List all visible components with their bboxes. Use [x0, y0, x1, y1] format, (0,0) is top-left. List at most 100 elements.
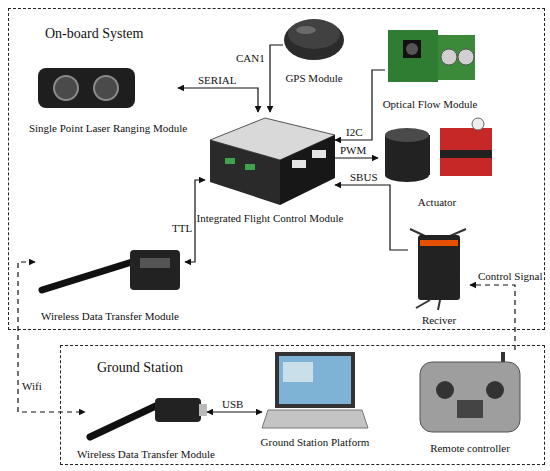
station-group: Ground StationWireless Data Transfer Mod… [60, 345, 545, 465]
sonar-cylinder [458, 49, 474, 65]
radio-sticker [140, 258, 170, 268]
fc-front [210, 140, 280, 205]
component-label: Optical Flow Module [383, 98, 478, 110]
signal-connector [178, 88, 258, 112]
signal-label: PWM [340, 144, 366, 156]
remote-display [457, 400, 483, 418]
receiver-stripe [420, 240, 458, 246]
wireless-link [18, 262, 85, 412]
camera-block [403, 40, 421, 58]
gps-body [284, 20, 344, 60]
laptop-base [262, 410, 368, 428]
servo-body [440, 128, 492, 176]
remote-controller-illustration [420, 352, 520, 432]
actuator-illustration [385, 118, 492, 182]
group-title: Ground Station [97, 360, 544, 376]
receiver-antenna [450, 229, 466, 236]
remote-controller: Remote controller [415, 350, 525, 454]
wireless-link [470, 285, 515, 350]
system-group: On-board SystemGPS ModuleSingle Point La… [8, 8, 545, 330]
wireless-module-illustration [42, 250, 180, 290]
signal-label: Control Signal [478, 270, 542, 282]
optical-flow-module: Optical Flow Module [385, 22, 475, 110]
gps-illustration [284, 19, 344, 60]
fc-port [245, 164, 255, 170]
servo-horn [472, 118, 484, 130]
component-label: Remote controller [430, 442, 510, 454]
signal-connector [207, 411, 262, 412]
pcb-board [438, 35, 475, 80]
ground-station-platform: Ground Station Platform [262, 352, 368, 448]
wireless-module: Wireless Data Transfer Module [35, 240, 185, 322]
signal-label: CAN1 [236, 52, 265, 64]
laptop-screen-frame [275, 352, 355, 408]
laptop-illustration [262, 352, 368, 428]
laser-illustration [38, 68, 135, 108]
signal-connector [335, 185, 408, 250]
ground-wireless-illustration [90, 398, 207, 437]
pcb-board [388, 30, 438, 82]
actuator: Actuator [378, 114, 496, 208]
motor-top [385, 128, 429, 142]
laptop-screen [279, 356, 351, 404]
fc-side [280, 135, 335, 205]
usb-dongle [155, 398, 201, 422]
remote-body [420, 362, 520, 432]
fc-port [292, 160, 306, 168]
component-label: Wireless Data Transfer Module [41, 310, 179, 322]
component-label: Reciver [422, 314, 456, 326]
component-label: Integrated Flight Control Module [197, 212, 344, 224]
flight-control-module: Integrated Flight Control Module [205, 112, 335, 224]
receiver-body [418, 235, 460, 300]
antenna [42, 262, 132, 290]
signal-label: SERIAL [198, 74, 237, 86]
signal-connector [270, 45, 283, 112]
laser-lens [94, 76, 118, 100]
motor-base [385, 168, 429, 182]
laser-body [38, 68, 135, 108]
laser-module: Single Point Laser Ranging Module [38, 64, 178, 134]
receiver-antenna [410, 229, 425, 236]
component-label: Actuator [418, 196, 456, 208]
component-label: Single Point Laser Ranging Module [29, 122, 187, 134]
wireless-module: Wireless Data Transfer Module [85, 388, 207, 460]
fc-port [312, 150, 326, 158]
gps-highlight [296, 26, 316, 34]
optical-flow-illustration [388, 30, 475, 82]
receiver-illustration [410, 229, 466, 310]
group-title: On-board System [45, 26, 544, 42]
usb-plug [199, 404, 207, 416]
flight-controller-illustration [210, 118, 335, 205]
component-label: Ground Station Platform [261, 436, 370, 448]
radio-box [130, 250, 180, 290]
control-stick [436, 381, 454, 399]
signal-label: I2C [346, 126, 363, 138]
signal-label: USB [222, 398, 243, 410]
camera-lens [406, 43, 418, 55]
laser-lens [54, 76, 78, 100]
signal-connector [335, 157, 378, 158]
control-stick [486, 381, 504, 399]
receiver-wire [416, 300, 440, 310]
signal-connector [335, 70, 385, 140]
component-label: GPS Module [285, 72, 342, 84]
signal-label: Wifi [22, 380, 42, 392]
component-label: Wireless Data Transfer Module [77, 448, 215, 460]
signal-label: TTL [172, 222, 192, 234]
gps-module: GPS Module [283, 12, 345, 84]
remote-antenna [501, 352, 505, 362]
fc-port [225, 158, 235, 164]
sonar-cylinder [441, 49, 457, 65]
signal-label: SBUS [350, 171, 378, 183]
servo-band [440, 150, 492, 158]
antenna [90, 404, 160, 437]
screen-window [283, 362, 313, 382]
receiver: Reciver [408, 228, 470, 326]
signal-connector [185, 180, 205, 262]
gps-top [288, 19, 340, 49]
